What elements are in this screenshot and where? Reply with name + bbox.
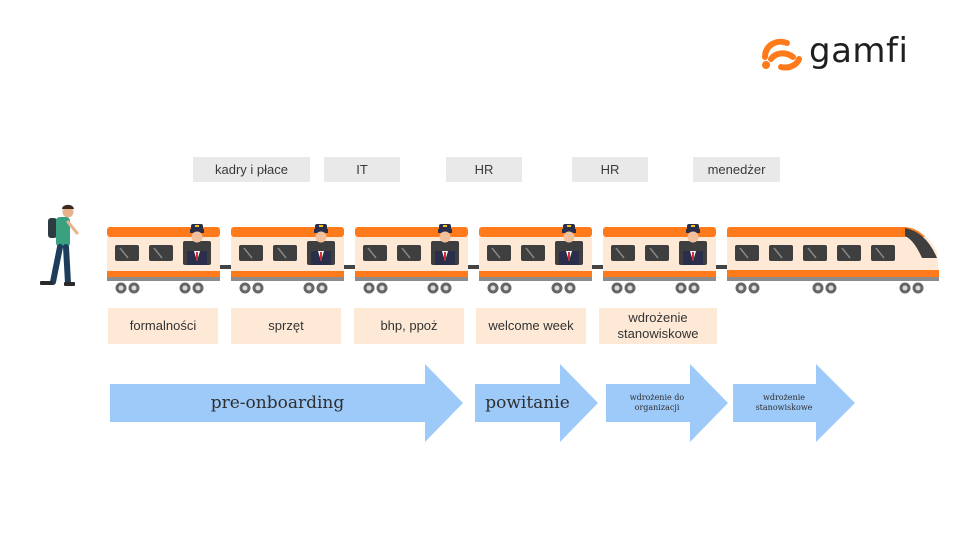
role-tag: HR	[572, 157, 648, 182]
phase-arrow	[475, 364, 598, 442]
role-tag: menedżer	[693, 157, 780, 182]
stage-label: bhp, ppoż	[354, 308, 464, 344]
locomotive-icon	[727, 227, 939, 294]
phase-label: wdrożenie stanowiskowe	[755, 393, 813, 412]
role-tag: IT	[324, 157, 400, 182]
phase-arrow	[110, 364, 463, 442]
stage-label: formalności	[108, 308, 218, 344]
stage-label: welcome week	[476, 308, 586, 344]
brand-logo: gamfi	[757, 31, 927, 75]
phase-label: pre-onboarding	[210, 393, 345, 413]
stage-label: sprzęt	[231, 308, 341, 344]
walking-person-icon	[40, 204, 79, 286]
brand-name: gamfi	[809, 31, 909, 71]
phase-arrow	[733, 364, 855, 442]
phase-arrow	[606, 364, 728, 442]
phase-label: powitanie	[485, 393, 570, 413]
stage-label: wdrożenie stanowiskowe	[599, 308, 717, 344]
role-tag: kadry i płace	[193, 157, 310, 182]
train-graphic	[40, 204, 939, 300]
gamfi-logo-icon	[762, 38, 802, 71]
phase-label: wdrożenie do organizacji	[629, 393, 685, 412]
role-tag: HR	[446, 157, 522, 182]
